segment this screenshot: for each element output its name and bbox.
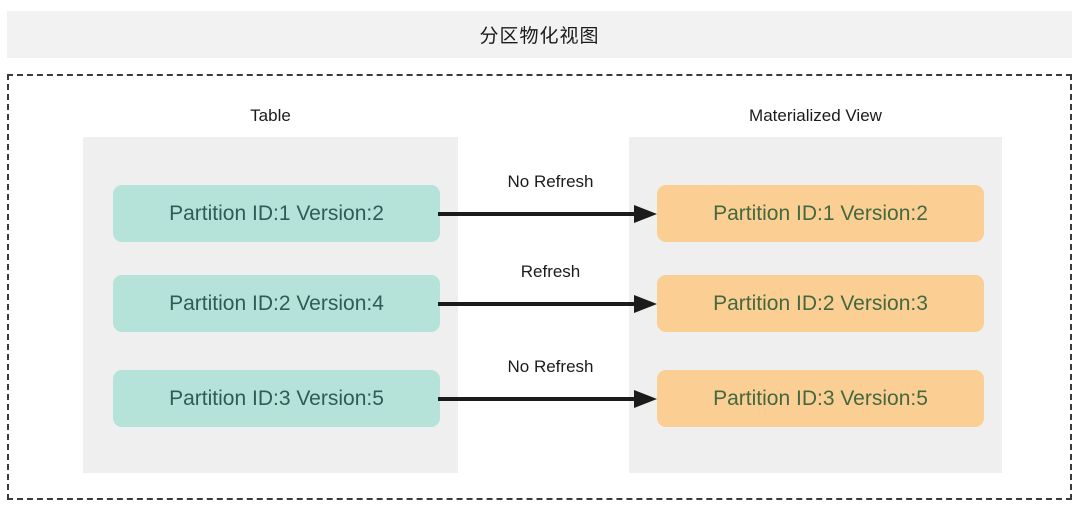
- materialized-view-partition-chip[interactable]: Partition ID:2 Version:3: [657, 275, 984, 332]
- flow-arrow-icon: [438, 205, 657, 223]
- table-partition-chip[interactable]: Partition ID:1 Version:2: [113, 185, 440, 242]
- title-bar: 分区物化视图: [7, 11, 1072, 58]
- column-heading-materialized-view: Materialized View: [749, 106, 882, 125]
- materialized-view-partition-chip[interactable]: Partition ID:3 Version:5: [657, 370, 984, 427]
- table-partition-chip[interactable]: Partition ID:2 Version:4: [113, 275, 440, 332]
- arrow-label: No Refresh: [507, 172, 594, 191]
- materialized-view-partition-chip[interactable]: Partition ID:1 Version:2: [657, 185, 984, 242]
- page-title: 分区物化视图: [479, 25, 600, 47]
- arrow-label: Refresh: [520, 262, 581, 281]
- arrow-label: No Refresh: [507, 357, 594, 376]
- flow-arrow-icon: [438, 295, 657, 313]
- diagram-dashed-frame: [7, 74, 1072, 500]
- flow-arrow-icon: [438, 390, 657, 408]
- column-heading-table: Table: [250, 106, 291, 125]
- table-partition-chip[interactable]: Partition ID:3 Version:5: [113, 370, 440, 427]
